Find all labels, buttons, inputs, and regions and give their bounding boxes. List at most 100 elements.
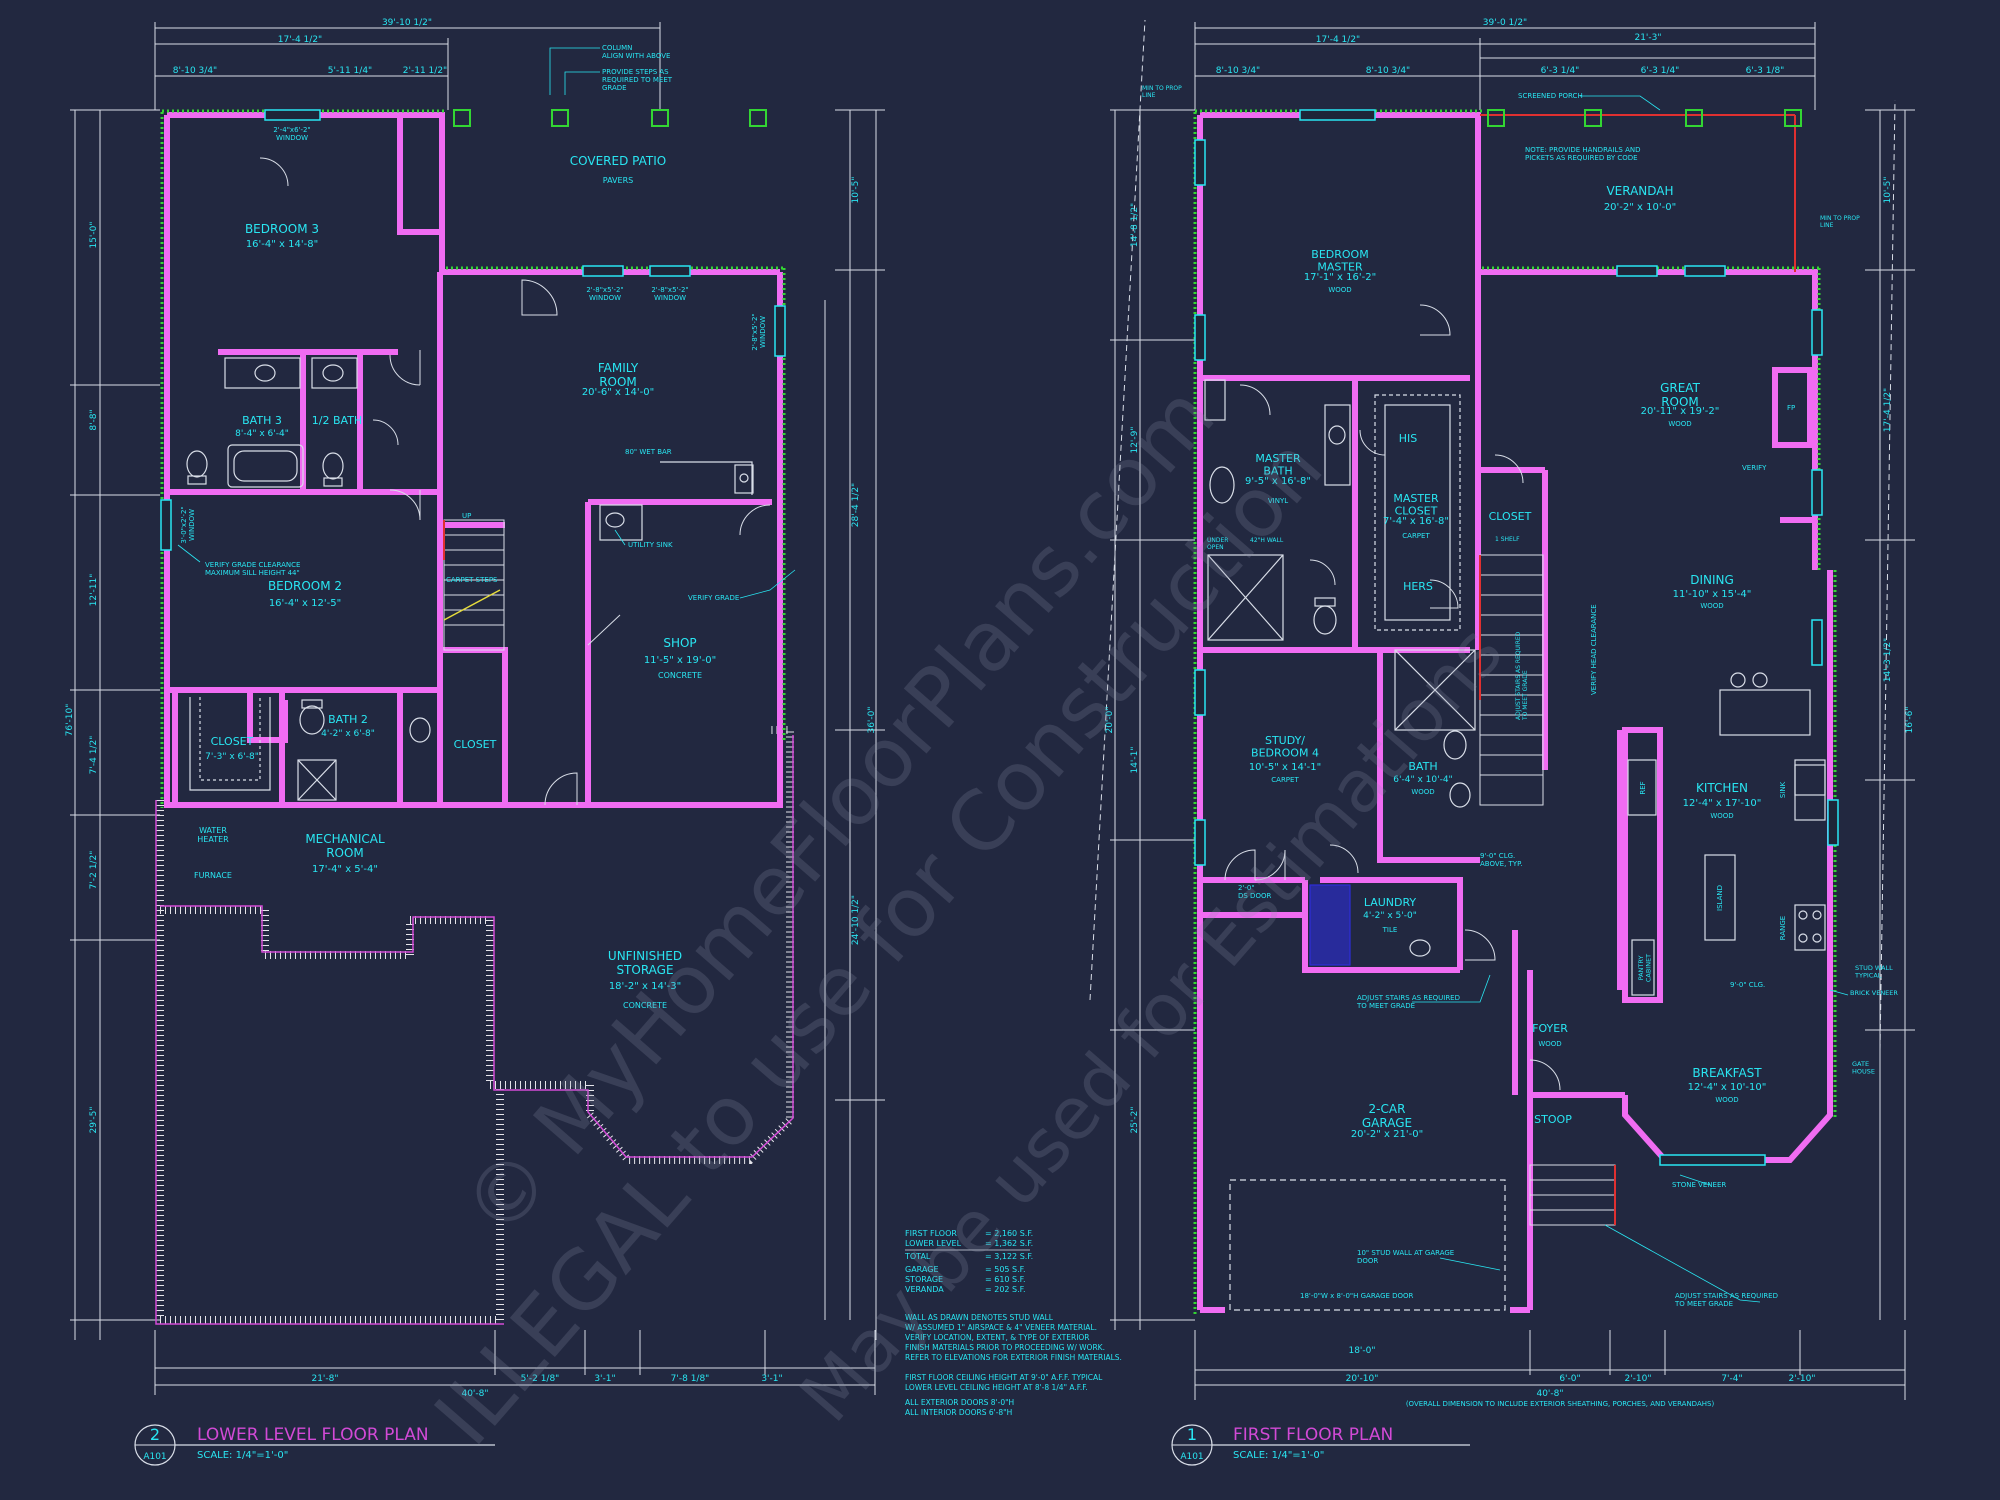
note-head-clearance: VERIFY HEAD CLEARANCE — [1590, 604, 1598, 695]
room-name: BATH — [1408, 760, 1437, 773]
room-dim: 6'-4" x 10'-4" — [1393, 775, 1452, 785]
sink-icon — [254, 364, 276, 382]
dim-right-1: 10'-5" — [851, 176, 861, 203]
lower-title-block: 2 A101 LOWER LEVEL FLOOR PLAN SCALE: 1/4… — [134, 1424, 495, 1466]
sink-icon — [409, 717, 431, 743]
room-sub: PAVERS — [603, 176, 633, 185]
dim-left-2: 8'-8" — [89, 409, 99, 430]
room-sub: CARPET — [1271, 776, 1299, 784]
room-dim: 16'-4" x 14'-8" — [246, 239, 318, 250]
dishwasher — [1794, 759, 1826, 796]
breakfast-bar — [1719, 689, 1811, 736]
upper-porch — [1480, 109, 1802, 272]
closet-shelves — [1384, 404, 1451, 621]
room-dim: 4'-2" x 6'-8" — [321, 729, 375, 739]
dim-top-b: 21'-3" — [1634, 33, 1661, 43]
room-sub: CARPET — [1402, 532, 1430, 540]
room-sub: CONCRETE — [623, 1001, 667, 1010]
room-name: KITCHEN — [1696, 781, 1748, 795]
area-value: = 610 S.F. — [985, 1275, 1026, 1284]
stool-icon — [1730, 672, 1746, 688]
room-sub: VINYL — [1268, 497, 1288, 505]
stool-icon — [1752, 672, 1768, 688]
lower-foundation-magenta — [155, 800, 504, 1325]
note-screened-porch: SCREENED PORCH — [1518, 92, 1583, 100]
note-line: ALL EXTERIOR DOORS 8'-0"H — [905, 1398, 1014, 1407]
column — [1487, 109, 1505, 127]
window — [1194, 819, 1206, 866]
lower-stairs — [443, 519, 505, 651]
note-brick-veneer: BRICK VENEER — [1850, 989, 1898, 997]
toilet-tank — [1314, 597, 1336, 607]
area-value: = 3,122 S.F. — [985, 1252, 1033, 1261]
window — [264, 109, 321, 121]
note-line: ALL INTERIOR DOORS 6'-8"H — [905, 1408, 1012, 1417]
dim-left-4: 14'-1" — [1130, 746, 1140, 773]
room-name: CLOSET — [1489, 510, 1532, 523]
room-sub: CONCRETE — [658, 671, 702, 680]
dim-bottom-total: 40'-8" — [1536, 1389, 1563, 1399]
room-name: HIS — [1399, 432, 1418, 445]
sheet-number: A101 — [143, 1452, 166, 1462]
note-wet-bar: 80" WET BAR — [625, 448, 672, 456]
dim-top: 39'-10 1/2" — [382, 18, 432, 28]
toilet-tank — [301, 699, 323, 709]
dim-top-3: 6'-3 1/4" — [1541, 66, 1580, 76]
area-label: TOTAL — [904, 1252, 931, 1261]
room-dim: 7'-4" x 16'-8" — [1383, 516, 1449, 527]
column — [1584, 109, 1602, 127]
room-name: BEDROOM 3 — [245, 222, 319, 236]
room-dim: 20'-11" x 19'-2" — [1641, 406, 1720, 417]
column — [551, 109, 569, 127]
room-dim: 20'-6" x 14'-0" — [582, 387, 654, 398]
note-utility-sink: UTILITY SINK — [628, 541, 673, 549]
column — [749, 109, 767, 127]
note-line: LOWER LEVEL CEILING HEIGHT AT 8'-8 1/4" … — [905, 1383, 1088, 1392]
note-line: REFER TO ELEVATIONS FOR EXTERIOR FINISH … — [905, 1353, 1122, 1362]
bathtub — [1209, 466, 1235, 504]
window — [1194, 314, 1206, 361]
area-label: LOWER LEVEL — [905, 1239, 962, 1248]
room-dim: 20'-2" x 21'-0" — [1351, 1129, 1423, 1140]
note-stone-veneer: STONE VENEER — [1672, 1181, 1726, 1189]
note-42h-wall: 42"H WALL — [1250, 537, 1284, 544]
note-carpet-steps: CARPET STEPS — [446, 576, 498, 584]
note-line: FINISH MATERIALS PRIOR TO PROCEEDING W/ … — [905, 1343, 1105, 1352]
note-ceiling: 9'-0" CLG.ABOVE, TYP. — [1480, 852, 1522, 868]
note-up: UP — [462, 512, 471, 520]
column — [1685, 109, 1703, 127]
dim-bottom-total: 40'-8" — [461, 1389, 488, 1399]
room-dim: 17'-1" x 16'-2" — [1304, 272, 1376, 283]
bar-sink — [734, 464, 754, 494]
dim-bottom-6: 18'-0" — [1348, 1346, 1375, 1356]
note-clg: 9'-0" CLG. — [1730, 981, 1765, 989]
room-dim: 20'-2" x 10'-0" — [1604, 202, 1676, 213]
island-icon — [1704, 854, 1736, 941]
sink-icon — [739, 473, 749, 483]
area-label: GARAGE — [905, 1265, 939, 1274]
lower-window-labels: 2'-4"x6'-2"WINDOW 2'-8"x5'-2"WINDOW 2'-8… — [180, 126, 767, 544]
room-dim: 8'-4" x 6'-4" — [235, 429, 289, 439]
window-label: 2'-8"x5'-2"WINDOW — [586, 286, 623, 302]
dim-top-a: 17'-4 1/2" — [1316, 35, 1360, 45]
washer-dryer — [1309, 884, 1351, 966]
sink-icon — [605, 512, 625, 528]
bathtub-basin — [233, 450, 298, 482]
lower-door-swings — [259, 157, 771, 806]
dim-top-1: 8'-10 3/4" — [173, 66, 217, 76]
dim-right-3: 36'-0" — [867, 706, 877, 733]
room-name: STOOP — [1534, 1113, 1572, 1126]
room-name: FURNACE — [194, 871, 232, 880]
window — [1194, 669, 1206, 716]
dim-bottom-5: 3'-1" — [761, 1374, 782, 1384]
